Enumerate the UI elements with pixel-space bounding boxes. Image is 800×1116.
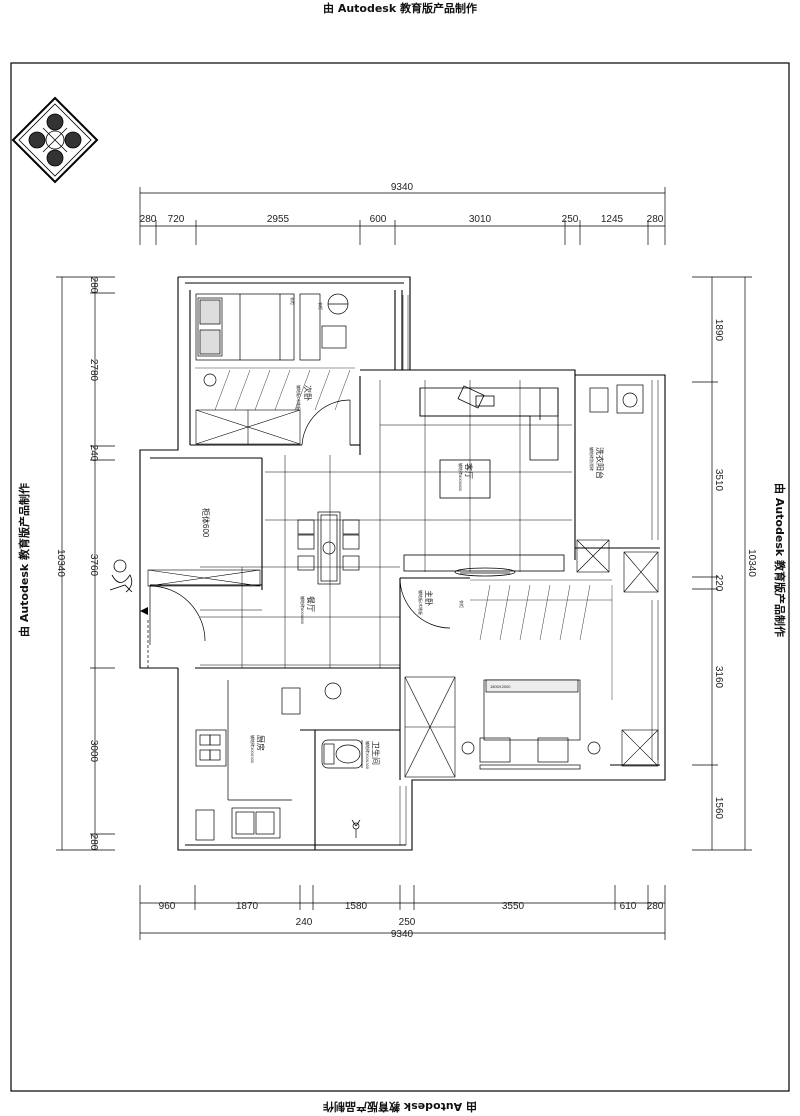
room-note-second-bedroom: 铺地板/木地板 [296,385,302,410]
dim-left-seg: 280 [88,834,99,851]
dim-top-seg: 1245 [601,214,624,225]
dim-left-seg: 240 [88,445,99,462]
bathroom-fixtures [321,739,363,838]
room-label-kitchen: 厨房 [256,735,266,751]
room-label-dining-room: 餐厅 [306,596,315,612]
dim-left-total: 10340 [55,549,66,577]
wardrobe-label: 衣柜 [318,302,324,310]
room-label-living-room: 客厅 [464,463,474,479]
compass-icon [11,96,99,184]
dim-bottom-seg: 1580 [345,901,368,912]
dim-bottom-total: 9340 [391,929,414,940]
dim-bottom-row1: 960 1870 1580 3550 610 280 [159,901,664,912]
room-note-kitchen: 铺地砖300X300 [250,735,256,764]
laundry-balcony-fixtures [589,384,644,414]
person-icon [109,559,133,593]
dim-bottom-seg: 3550 [502,901,525,912]
dim-left-segments: 280 2780 240 3760 3000 280 [88,277,99,851]
dim-top-seg: 3010 [469,214,492,225]
cabinet-note-label: 柜体600 [201,508,211,538]
wood-floor-master-bedroom [470,579,613,700]
dim-right-seg: 3510 [713,469,724,492]
master-bedroom-bed [461,679,601,770]
dim-top-seg: 600 [370,214,387,225]
windows [399,295,659,845]
plant-icon [351,819,361,838]
dim-left-seg: 2780 [88,359,99,382]
wardrobe-label: 衣柜 [290,297,296,305]
dim-top-total: 9340 [391,182,414,193]
dim-left-seg: 3000 [88,740,99,763]
dim-bottom-seg: 610 [620,901,637,912]
floor-tile-grid [200,380,572,668]
dim-bottom-240: 240 [296,917,313,928]
wardrobes [147,409,659,778]
dimension-lines [56,187,752,940]
room-note-living-room: 铺地砖800X800 [458,463,464,492]
room-label-bathroom: 卫生间 [371,741,381,765]
dim-right-total: 10340 [746,549,757,577]
dim-top-seg: 280 [140,214,157,225]
room-note-bathroom: 铺地砖300X300 [365,741,371,770]
dim-bottom-seg: 960 [159,901,176,912]
second-bedroom-furniture [195,293,351,446]
entry-arrow-icon [140,607,148,615]
room-label-laundry-balcony: 洗衣阳台 [595,447,605,479]
wood-floor-second-bedroom [195,367,355,411]
watermark-top: 由 Autodesk 教育版产品制作 [322,2,477,15]
kitchen-fixtures [195,680,342,841]
dim-left-seg: 3760 [88,554,99,577]
dim-top-seg: 2955 [267,214,290,225]
dim-bottom-seg: 280 [647,901,664,912]
dim-bottom-250: 250 [399,917,416,928]
room-note-dining-room: 铺地砖800X800 [300,596,306,625]
dim-bottom-seg: 1870 [236,901,259,912]
room-label-second-bedroom: 次卧 [303,385,313,401]
bed-size-label: 1800X2000 [490,684,511,689]
dim-top-seg: 280 [647,214,664,225]
dim-top-seg: 720 [168,214,185,225]
dim-top-segments: 280 720 2955 600 3010 250 1245 280 [140,214,664,225]
room-note-master-bedroom: 铺地板/木地板 [418,590,424,615]
dim-right-seg: 1890 [713,319,724,342]
walls [139,276,666,851]
dining-table [297,511,360,585]
living-room-sofa [403,385,565,577]
dim-right-seg: 220 [713,575,724,592]
dim-right-segments: 1890 3510 220 3160 1560 [713,319,724,820]
dim-left-seg: 280 [88,277,99,294]
room-label-master-bedroom: 主卧 [424,590,434,606]
sheet-border [10,62,790,1092]
room-note-laundry-balcony: 铺地砖防滑砖 [589,447,595,471]
dim-right-seg: 1560 [713,797,724,820]
dim-top-seg: 250 [562,214,579,225]
closet-label: 衣柜 [459,600,465,608]
entry-door [147,577,451,668]
dim-right-seg: 3160 [713,666,724,689]
